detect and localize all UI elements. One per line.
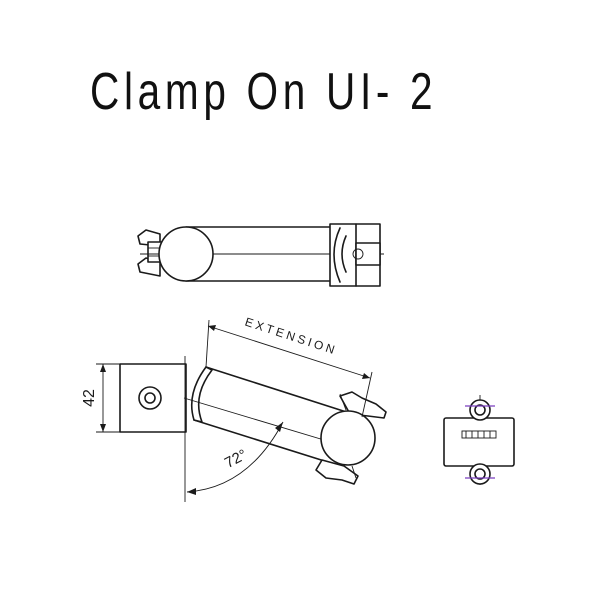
side-view-clamp: [315, 391, 387, 485]
side-view: 42 E: [81, 315, 387, 502]
top-view: [137, 223, 384, 287]
drawing-title: Clamp On UI- 2: [90, 63, 438, 121]
height-dimension-label: 42: [81, 389, 98, 407]
extension-dimension-label: EXTENSION: [243, 315, 339, 358]
side-view-extension-tube: [183, 366, 363, 465]
angle-dimension-label: 72°: [222, 446, 250, 472]
top-view-socket: [329, 223, 381, 287]
top-view-clamp-ring: [158, 226, 214, 282]
side-view-base-fitting: [119, 356, 187, 502]
end-view: [443, 395, 515, 485]
